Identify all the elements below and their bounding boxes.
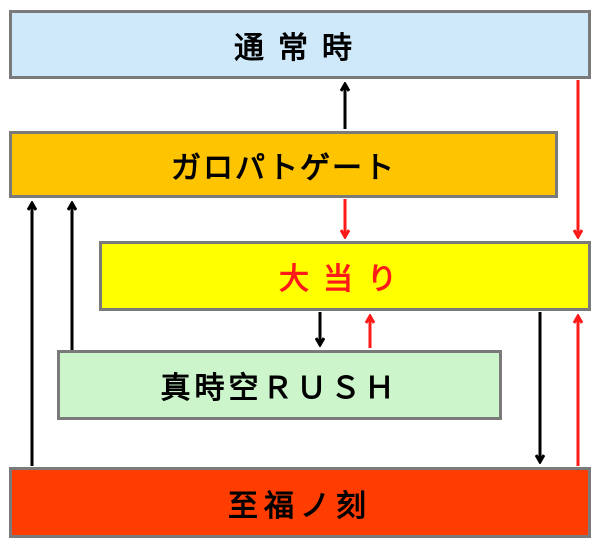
node-normal-label: 通常時 — [234, 30, 366, 66]
node-rush: 真時空ＲＵＳＨ — [57, 350, 502, 420]
node-garopato-gate: ガロパトゲート — [9, 131, 558, 198]
node-jackpot: 大当り — [99, 241, 591, 311]
node-normal: 通常時 — [9, 10, 591, 79]
node-garopato-gate-label: ガロパトゲート — [171, 150, 396, 186]
node-rush-label: 真時空ＲＵＳＨ — [160, 371, 399, 406]
node-shifuku: 至福ノ刻 — [9, 467, 591, 538]
node-jackpot-label: 大当り — [279, 262, 411, 297]
node-shifuku-label: 至福ノ刻 — [228, 488, 372, 524]
